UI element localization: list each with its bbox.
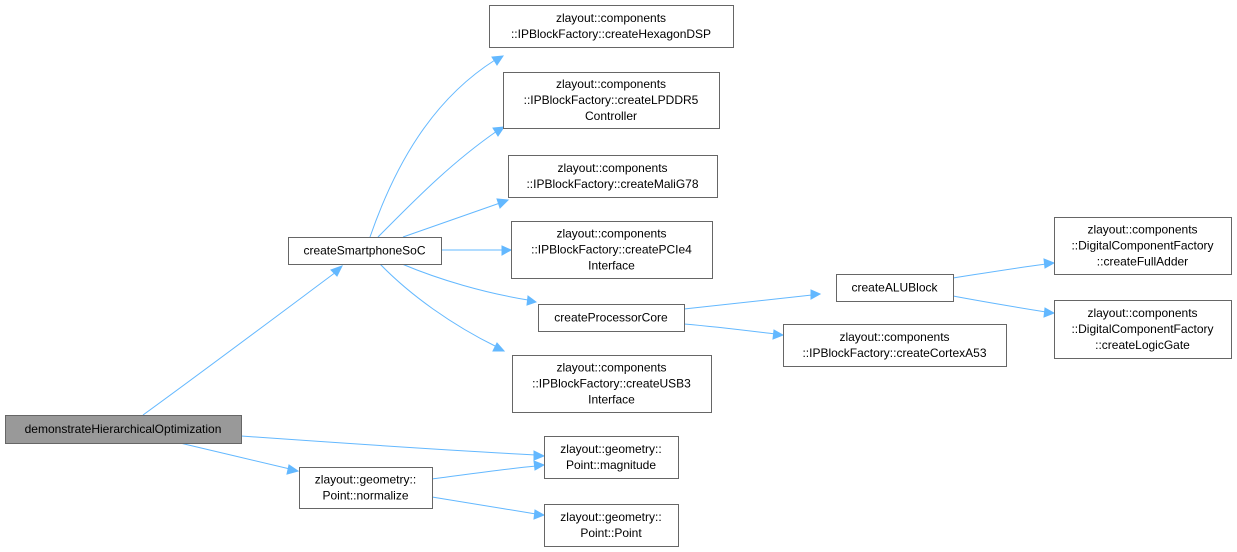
- node-box[interactable]: [836, 274, 954, 302]
- edge-proc-to-alu: [683, 294, 813, 310]
- node-box[interactable]: [489, 5, 734, 48]
- node-box[interactable]: [1054, 217, 1232, 275]
- node-create-full-adder[interactable]: zlayout::components::DigitalComponentFac…: [1054, 217, 1232, 275]
- node-create-mali-g78[interactable]: zlayout::components::IPBlockFactory::cre…: [508, 155, 718, 198]
- node-label-line: ::DigitalComponentFactory: [1071, 322, 1213, 336]
- node-box[interactable]: [511, 221, 713, 279]
- edge-proc-to-cortex-arrow: [772, 329, 785, 340]
- node-label-line: Point::Point: [580, 526, 642, 540]
- node-create-hexagon-dsp[interactable]: zlayout::components::IPBlockFactory::cre…: [489, 5, 734, 48]
- node-label-line: Interface: [588, 259, 635, 273]
- edge-soc-to-proc-arrow: [526, 295, 538, 306]
- node-box[interactable]: [508, 155, 718, 198]
- node-label-line: zlayout::components: [556, 11, 666, 25]
- node-label-line: ::DigitalComponentFactory: [1071, 239, 1213, 253]
- edge-demo-to-normalize: [179, 442, 291, 470]
- node-demonstrate-hierarchical-optimization[interactable]: demonstrateHierarchicalOptimization: [5, 415, 242, 444]
- edge-soc-to-lpddr5-arrow: [492, 126, 505, 137]
- call-edges: [142, 55, 1056, 520]
- node-box[interactable]: [512, 355, 712, 413]
- node-label-line: ::IPBlockFactory::createPCIe4: [531, 243, 692, 257]
- node-point-magnitude[interactable]: zlayout::geometry::Point::magnitude: [544, 436, 679, 479]
- node-label-line: ::IPBlockFactory::createMaliG78: [526, 177, 698, 191]
- node-box[interactable]: [299, 467, 433, 509]
- edge-normalize-to-point: [431, 496, 537, 515]
- edge-proc-to-alu-arrow: [810, 289, 822, 300]
- node-label-line: ::IPBlockFactory::createCortexA53: [802, 346, 986, 360]
- node-label-line: zlayout::components: [556, 77, 666, 91]
- node-label-line: ::IPBlockFactory::createLPDDR5: [524, 93, 699, 107]
- node-label-line: ::createFullAdder: [1097, 255, 1188, 269]
- node-box[interactable]: [288, 237, 442, 265]
- edge-demo-to-magnitude: [240, 435, 537, 456]
- edge-alu-to-fulladder: [952, 263, 1047, 279]
- node-box[interactable]: [503, 72, 720, 129]
- edge-demo-to-magnitude-arrow: [533, 450, 546, 461]
- node-box[interactable]: [544, 504, 679, 547]
- node-label-line: createSmartphoneSoC: [303, 244, 425, 258]
- node-create-logic-gate[interactable]: zlayout::components::DigitalComponentFac…: [1054, 300, 1232, 359]
- node-label-line: zlayout::components: [556, 361, 666, 375]
- node-label-line: Controller: [585, 109, 637, 123]
- node-label-line: createProcessorCore: [554, 311, 668, 325]
- edge-alu-to-fulladder-arrow: [1043, 258, 1056, 269]
- node-label-line: zlayout::components: [1087, 223, 1197, 237]
- edge-soc-to-pcie-arrow: [501, 245, 513, 256]
- edge-normalize-to-point-arrow: [533, 509, 546, 520]
- node-point-normalize[interactable]: zlayout::geometry::Point::normalize: [299, 467, 433, 509]
- node-label-line: zlayout::geometry::: [315, 473, 416, 487]
- node-label-line: zlayout::geometry::: [560, 442, 661, 456]
- node-create-processor-core[interactable]: createProcessorCore: [538, 304, 685, 332]
- edge-soc-to-lpddr5: [377, 130, 498, 238]
- edge-alu-to-logicgate-arrow: [1043, 307, 1056, 318]
- node-create-lpddr5-controller[interactable]: zlayout::components::IPBlockFactory::cre…: [503, 72, 720, 129]
- node-label-line: ::IPBlockFactory::createHexagonDSP: [511, 27, 711, 41]
- node-label-line: ::IPBlockFactory::createUSB3: [532, 377, 691, 391]
- edge-demo-to-soc-arrow: [330, 265, 344, 277]
- node-label-line: Point::normalize: [322, 489, 408, 503]
- node-label-line: createALUBlock: [851, 281, 938, 295]
- node-box[interactable]: [5, 415, 242, 444]
- edge-proc-to-cortex: [683, 323, 776, 335]
- node-label-line: demonstrateHierarchicalOptimization: [25, 422, 222, 436]
- node-label-line: zlayout::components: [1087, 306, 1197, 320]
- edge-soc-to-mali-arrow: [496, 198, 510, 209]
- node-label-line: Point::magnitude: [566, 458, 656, 472]
- node-box[interactable]: [783, 324, 1007, 367]
- node-create-smartphone-soc[interactable]: createSmartphoneSoC: [288, 237, 442, 265]
- edge-demo-to-soc: [142, 271, 337, 416]
- edge-soc-to-proc: [401, 263, 529, 301]
- edge-soc-to-usb-arrow: [492, 342, 506, 352]
- node-label-line: zlayout::geometry::: [560, 510, 661, 524]
- edge-alu-to-logicgate: [952, 295, 1047, 313]
- edge-soc-to-hexagon: [369, 59, 496, 238]
- node-box[interactable]: [538, 304, 685, 332]
- edge-soc-to-mali: [402, 202, 501, 238]
- node-box[interactable]: [544, 436, 679, 479]
- edge-soc-to-usb: [379, 263, 498, 348]
- node-label-line: ::createLogicGate: [1095, 338, 1190, 352]
- node-label-line: Interface: [588, 393, 635, 407]
- node-create-alu-block[interactable]: createALUBlock: [836, 274, 954, 302]
- edge-normalize-to-magnitude: [431, 465, 537, 480]
- node-create-usb3-interface[interactable]: zlayout::components::IPBlockFactory::cre…: [512, 355, 712, 413]
- node-create-pcie4-interface[interactable]: zlayout::components::IPBlockFactory::cre…: [511, 221, 713, 279]
- node-create-cortex-a53[interactable]: zlayout::components::IPBlockFactory::cre…: [783, 324, 1007, 367]
- edge-soc-to-hexagon-arrow: [491, 55, 504, 66]
- node-box[interactable]: [1054, 300, 1232, 359]
- node-label-line: zlayout::components: [557, 161, 667, 175]
- node-label-line: zlayout::components: [556, 227, 666, 241]
- node-label-line: zlayout::components: [839, 330, 949, 344]
- node-point-point[interactable]: zlayout::geometry::Point::Point: [544, 504, 679, 547]
- edge-normalize-to-magnitude-arrow: [533, 460, 546, 471]
- edge-demo-to-normalize-arrow: [286, 464, 300, 475]
